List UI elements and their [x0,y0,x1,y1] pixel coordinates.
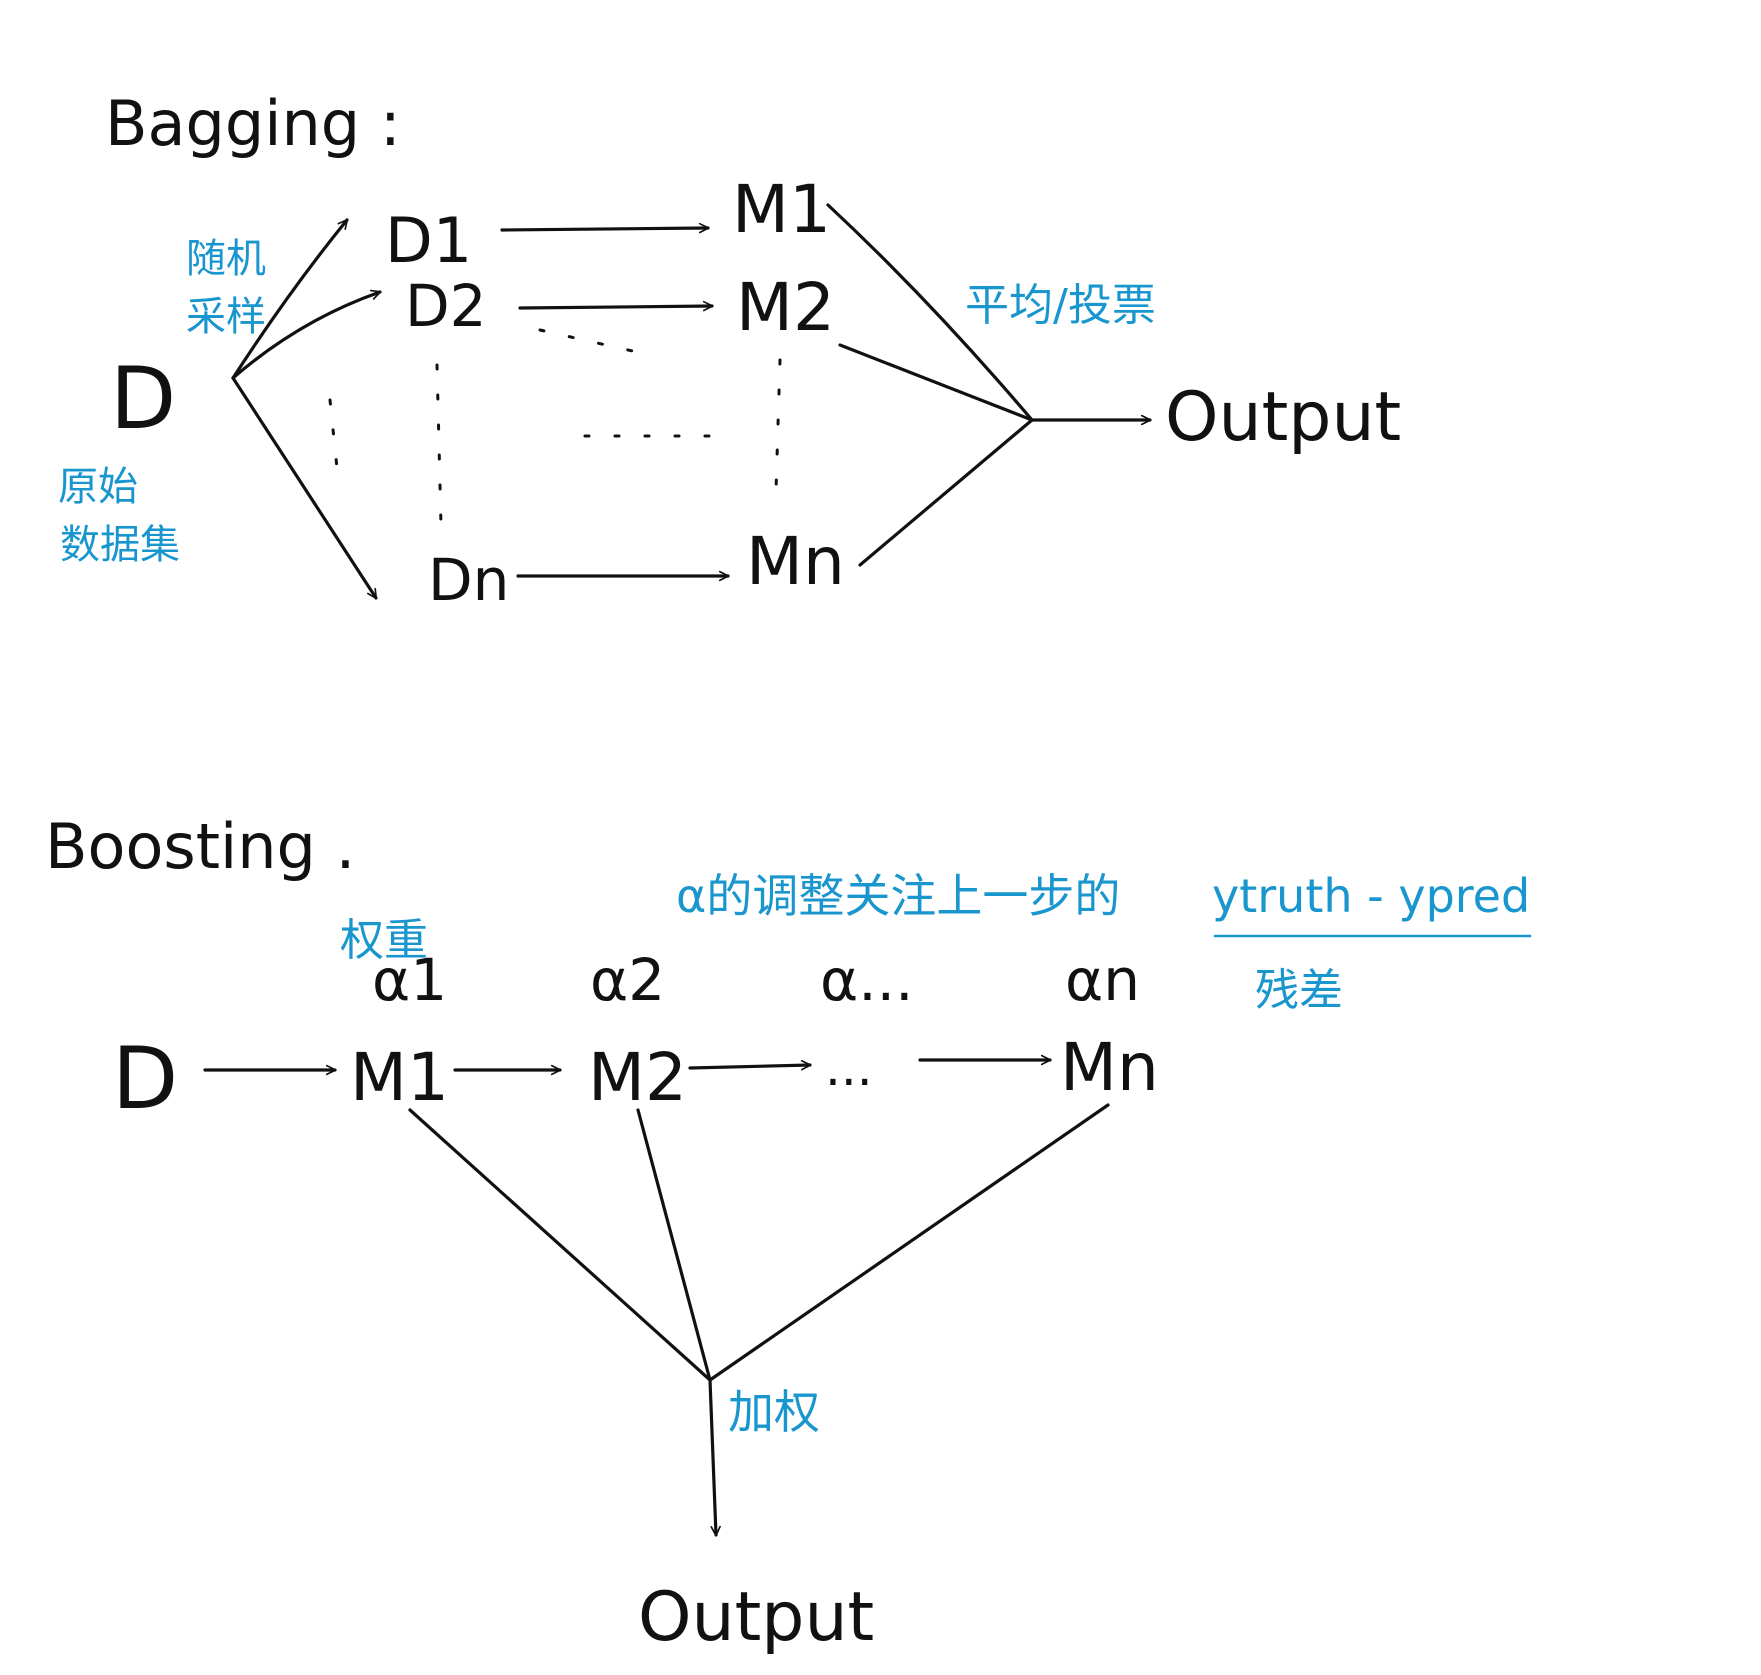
bagging-edge-d-to-d1 [231,218,349,380]
bagging-edge-d2-to-m2 [518,300,714,312]
bagging-edge-d-to-dn [231,376,378,600]
bagging-dataset-d2: D2 [405,272,487,340]
boosting-model-m2: M2 [588,1039,687,1116]
boosting-combine-note: 加权 [728,1385,820,1439]
boosting-alpha-note-prefix: α的调整关注上一步的 [676,869,1120,923]
boosting-residual-note: 残差 [1255,965,1343,1016]
boosting-edge-m2-to-dots [688,1059,812,1071]
bagging-edge-m2-to-agg [838,343,1034,422]
boosting-edge-mn-to-combine [708,1103,1110,1382]
bagging-aggregate-note: 平均/投票 [965,280,1156,331]
boosting-output: Output [638,1578,874,1657]
bagging-model-m2: M2 [736,269,835,346]
boosting-model-mn: Mn [1060,1029,1159,1106]
bagging-edge-d-to-d2 [231,289,382,380]
bagging-edge-m1-to-agg [826,203,1034,422]
bagging-edge-d1-to-m1 [500,222,710,234]
bagging-dots-left [328,398,340,480]
bagging-sampling-note-line1: 随机 [186,236,266,282]
bagging-output: Output [1165,378,1401,457]
boosting-edge-m2-to-combine [636,1108,712,1382]
bagging-sampling-note-line2: 采样 [186,294,266,340]
bagging-title: Bagging : [105,87,401,160]
boosting-edge-m1-to-combine [408,1108,712,1382]
bagging-dots-models [774,358,782,492]
boosting-weight-alpha-dots: α... [820,946,914,1014]
bagging-dataset-d1: D1 [385,204,472,277]
boosting-alpha-note-expr: ytruth - ypred [1212,869,1530,923]
bagging-dots-middle [538,328,652,357]
boosting-weight-note: 权重 [340,915,428,966]
boosting-edge-combine-to-output [708,1378,721,1537]
boosting-weight-alphan: αn [1065,946,1140,1014]
boosting-weight-alpha2: α2 [590,946,665,1014]
bagging-model-mn: Mn [746,523,845,600]
boosting-weight-alpha1: α1 [372,946,447,1014]
bagging-dataset-dn: Dn [428,546,509,614]
bagging-section: Bagging : D 原始 数据集 随机 采样 D1 D2 Dn M1 M2 … [58,87,1401,614]
boosting-source-node: D [112,1029,178,1129]
boosting-title: Boosting . [45,810,355,883]
boosting-model-dots: ... [825,1039,873,1097]
bagging-model-m1: M1 [732,171,831,248]
bagging-source-note-line2: 数据集 [60,522,180,568]
boosting-section: Boosting . α的调整关注上一步的 ytruth - ypred 残差 … [45,810,1532,1657]
bagging-source-node: D [110,349,176,449]
bagging-source-note-line1: 原始 [58,464,138,510]
bagging-edge-mn-to-agg [858,418,1034,567]
bagging-dots-datasets [435,363,443,527]
boosting-model-m1: M1 [350,1039,449,1116]
